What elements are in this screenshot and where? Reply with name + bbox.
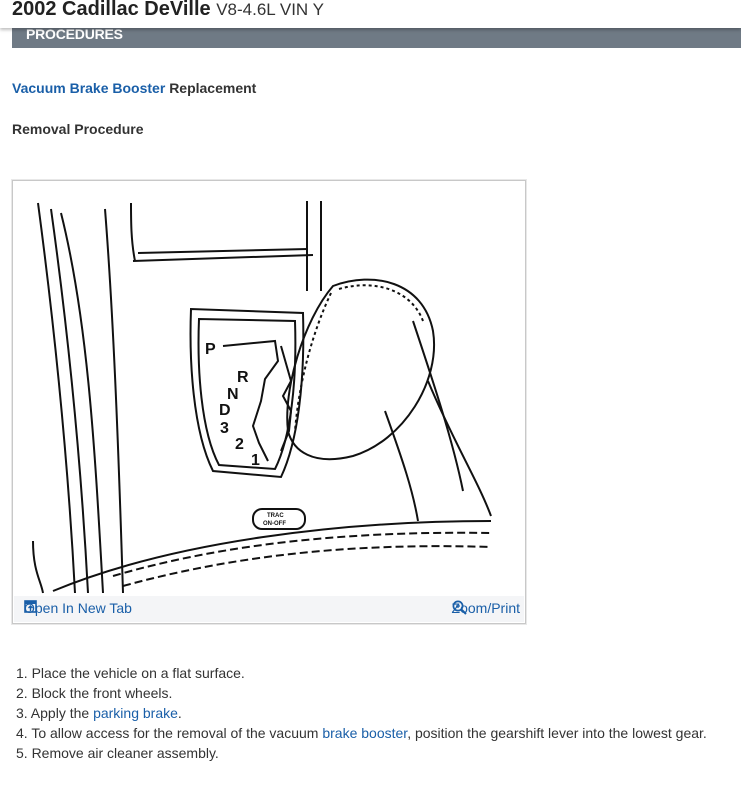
top-header: 2002 Cadillac DeVille V8-4.6L VIN Y — [0, 0, 741, 28]
step-text: 2. Block the front wheels. — [16, 685, 173, 701]
shift-knob — [286, 278, 436, 461]
vacuum-brake-booster-link[interactable]: Vacuum Brake Booster — [12, 80, 166, 96]
console-line — [50, 208, 89, 594]
gear-label-1: 1 — [251, 452, 260, 469]
console-line — [384, 410, 419, 522]
gear-label-2: 2 — [235, 436, 244, 453]
section-label: PROCEDURES — [26, 26, 123, 42]
zoom-print-label: Zoom/Print — [451, 600, 520, 616]
step-text: 5. Remove air cleaner assembly. — [16, 745, 219, 761]
step-text: 3. Apply the — [16, 705, 94, 721]
gearshift-diagram: P R N D 3 2 1 TRAC ON-OFF — [32, 201, 492, 594]
parking-brake-link[interactable]: parking brake — [93, 705, 178, 721]
procedure-steps: 1. Place the vehicle on a flat surface. … — [16, 663, 707, 763]
procedure-heading: Vacuum Brake Booster Replacement — [12, 80, 256, 96]
console-line — [132, 254, 314, 262]
figure-footer: Open In New Tab Zoom/Print — [14, 596, 524, 622]
page-title: 2002 Cadillac DeVille V8-4.6L VIN Y — [12, 0, 324, 21]
procedure-title-rest: Replacement — [169, 80, 257, 96]
console-line — [104, 208, 124, 594]
brake-booster-link[interactable]: brake booster — [322, 725, 408, 741]
step-text: 1. Place the vehicle on a flat surface. — [16, 665, 245, 681]
step-text: . — [177, 705, 182, 721]
zoom-print-button[interactable]: Zoom/Print — [452, 600, 520, 616]
console-line — [32, 540, 44, 594]
gate-slot — [222, 339, 280, 462]
gear-label-p: P — [205, 341, 216, 358]
console-line — [137, 248, 309, 254]
stitch-line — [112, 531, 492, 577]
gear-label-n: N — [227, 386, 239, 403]
step-item: 5. Remove air cleaner assembly. — [16, 743, 707, 763]
step-item: 4. To allow access for the removal of th… — [16, 723, 707, 743]
step-item: 3. Apply the parking brake. — [16, 703, 707, 723]
gear-label-3: 3 — [220, 420, 229, 437]
trac-switch-label: TRAC — [267, 513, 284, 519]
step-text: , position the gearshift lever into the … — [407, 725, 707, 741]
zoom-icon — [452, 600, 467, 615]
stitch-line — [122, 545, 492, 587]
knob-stitching — [338, 284, 424, 322]
open-in-new-tab-icon — [24, 600, 37, 613]
console-line — [427, 380, 492, 517]
console-line — [37, 202, 76, 594]
step-item: 1. Place the vehicle on a flat surface. — [16, 663, 707, 683]
trac-switch — [252, 508, 306, 530]
procedure-figure: P R N D 3 2 1 TRAC ON-OFF Open In New Ta… — [12, 180, 526, 624]
gear-label-r: R — [237, 369, 249, 386]
vehicle-title: 2002 Cadillac DeVille — [12, 0, 211, 20]
removal-procedure-heading: Removal Procedure — [12, 121, 144, 137]
console-line — [60, 212, 104, 594]
open-in-new-tab-label: Open In New Tab — [24, 600, 132, 616]
open-in-new-tab-button[interactable]: Open In New Tab — [24, 600, 132, 616]
trac-switch-label: ON-OFF — [263, 521, 286, 527]
console-line — [130, 202, 136, 262]
step-item: 2. Block the front wheels. — [16, 683, 707, 703]
shifter-bezel — [189, 307, 305, 479]
console-line — [52, 520, 492, 592]
knob-stitching — [294, 292, 332, 432]
gear-label-d: D — [219, 402, 231, 419]
step-text: 4. To allow access for the removal of th… — [16, 725, 323, 741]
engine-subtitle: V8-4.6L VIN Y — [216, 0, 324, 19]
